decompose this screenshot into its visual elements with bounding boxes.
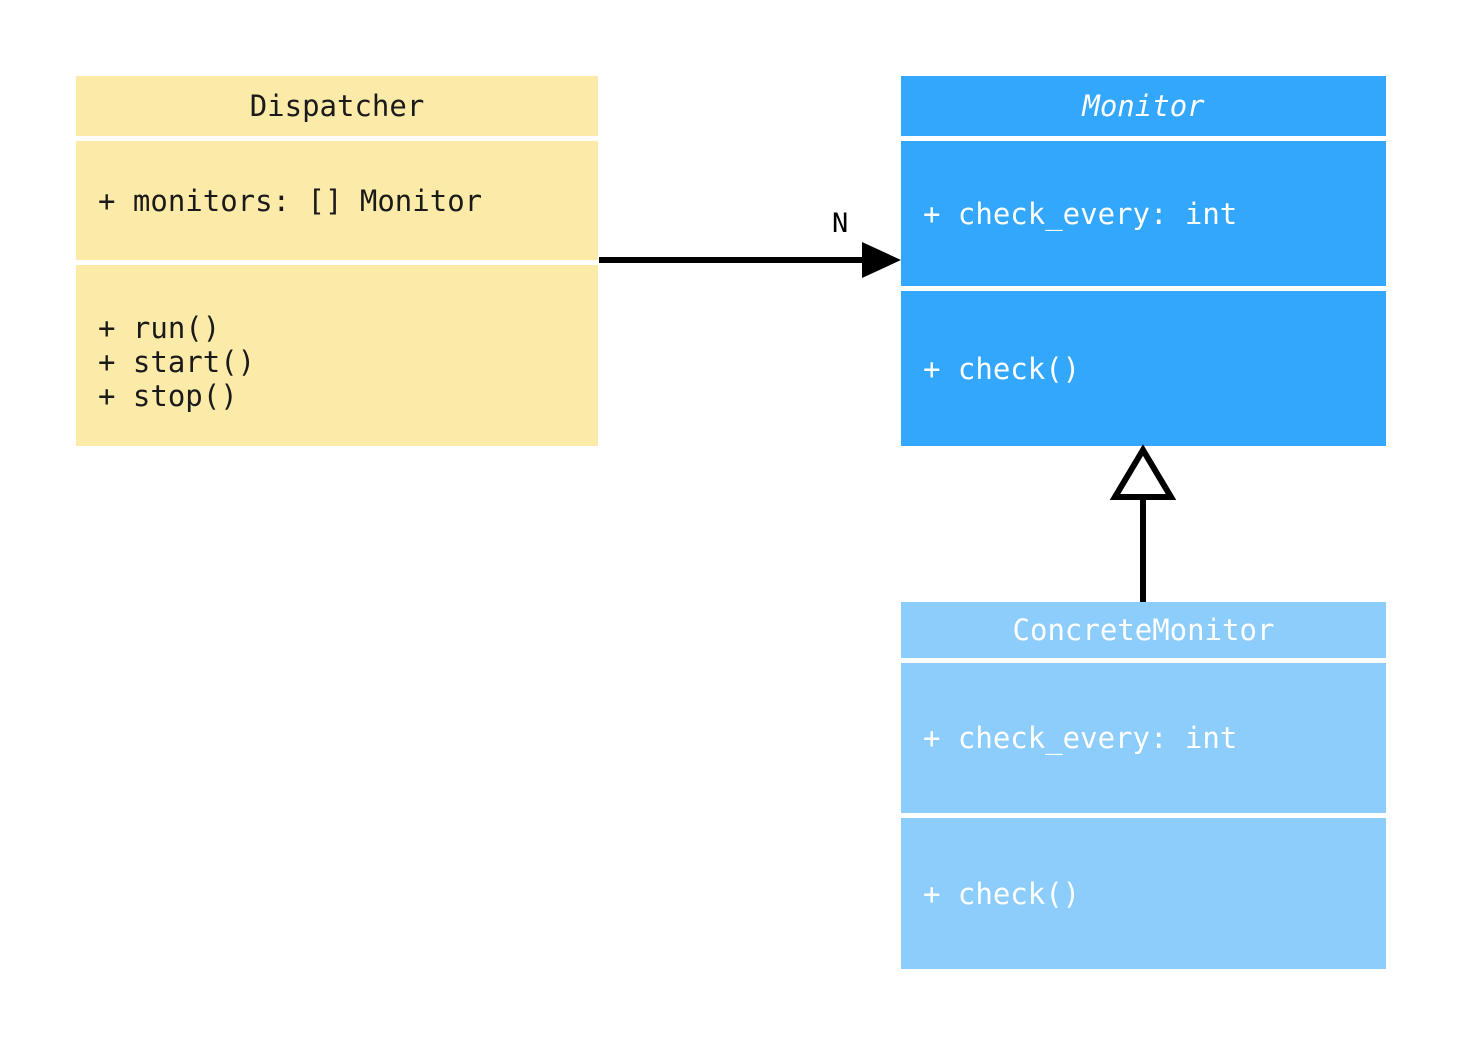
method-row: + run(): [98, 311, 221, 345]
multiplicity-label-n: N: [832, 208, 849, 239]
generalization-triangle-icon: [1109, 444, 1177, 500]
class-name-dispatcher: Dispatcher: [76, 76, 598, 136]
methods-compartment-concrete-monitor: + check(): [901, 818, 1386, 969]
method-row: + check(): [923, 876, 1081, 911]
methods-compartment-dispatcher: + run() + start() + stop(): [76, 265, 598, 446]
class-title-text: ConcreteMonitor: [1012, 613, 1275, 647]
association-arrowhead-icon: [862, 242, 901, 278]
attribute-row: + monitors: [] Monitor: [98, 183, 483, 218]
method-row: + check(): [923, 351, 1081, 386]
class-box-monitor[interactable]: Monitor + check_every: int + check(): [901, 76, 1386, 446]
attribute-row: + check_every: int: [923, 196, 1238, 231]
attributes-compartment-concrete-monitor: + check_every: int: [901, 663, 1386, 813]
attributes-compartment-monitor: + check_every: int: [901, 141, 1386, 286]
attributes-compartment-dispatcher: + monitors: [] Monitor: [76, 141, 598, 260]
method-row: + stop(): [98, 379, 238, 413]
class-name-monitor: Monitor: [901, 76, 1386, 136]
class-title-text: Dispatcher: [249, 89, 425, 123]
attribute-row: + check_every: int: [923, 721, 1238, 755]
methods-compartment-monitor: + check(): [901, 291, 1386, 446]
class-box-dispatcher[interactable]: Dispatcher + monitors: [] Monitor + run(…: [76, 76, 598, 446]
method-row: + start(): [98, 345, 256, 379]
class-name-concrete-monitor: ConcreteMonitor: [901, 602, 1386, 658]
class-title-text: Monitor: [1082, 89, 1205, 123]
class-box-concrete-monitor[interactable]: ConcreteMonitor + check_every: int + che…: [901, 602, 1386, 969]
association-dispatcher-monitor: [599, 242, 901, 278]
generalization-concrete-monitor: [1109, 444, 1177, 602]
